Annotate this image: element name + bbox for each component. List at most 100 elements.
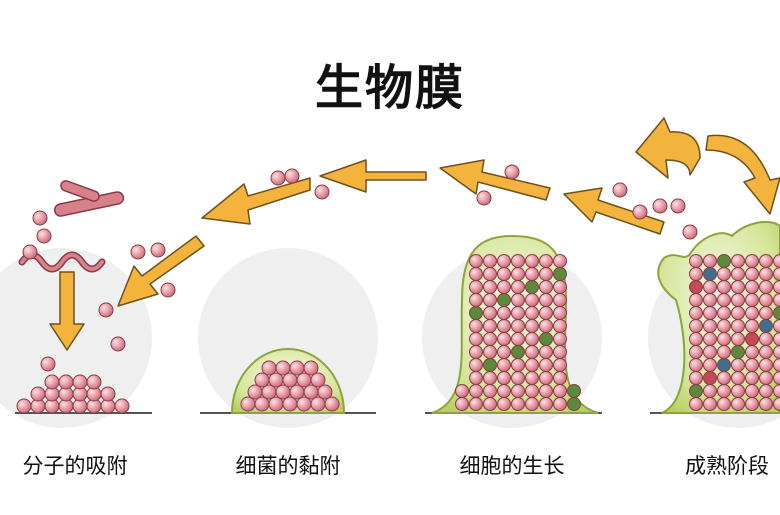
cell-sphere <box>483 371 497 385</box>
cell-sphere <box>525 332 539 346</box>
cell-sphere <box>745 384 759 398</box>
cell-sphere <box>703 319 717 333</box>
cell-sphere <box>317 384 333 400</box>
cell-sphere <box>745 345 759 359</box>
cell-sphere <box>745 371 759 385</box>
cell-sphere <box>703 384 717 398</box>
cell-sphere <box>86 374 102 390</box>
cell-sphere <box>525 306 539 320</box>
cell-sphere <box>745 306 759 320</box>
cell-sphere <box>717 384 731 398</box>
bacteria-group <box>18 180 125 273</box>
cell-sphere <box>303 360 319 376</box>
cell-sphere <box>689 358 703 372</box>
cell-sphere <box>703 332 717 346</box>
cell-sphere <box>553 280 567 294</box>
arrow-icon <box>705 134 780 215</box>
cell-sphere <box>497 371 511 385</box>
cell-sphere <box>773 371 780 385</box>
backdrop-circle <box>0 248 152 428</box>
cell-sphere <box>759 358 773 372</box>
cell-sphere <box>483 306 497 320</box>
cell-sphere <box>511 306 525 320</box>
cell-sphere <box>469 254 483 268</box>
diagram-title: 生物膜 <box>314 60 465 116</box>
cell-sphere <box>553 397 567 411</box>
cell-sphere <box>670 198 686 214</box>
arrow-icon <box>319 159 427 193</box>
cell-sphere <box>759 384 773 398</box>
cell-sphere <box>703 306 717 320</box>
cell-sphere <box>511 358 525 372</box>
cell-sphere <box>130 244 146 260</box>
bacteria-cells <box>16 164 780 414</box>
cell-sphere <box>759 306 773 320</box>
cell-sphere <box>525 345 539 359</box>
cell-sphere <box>553 371 567 385</box>
stage-label-3: 细胞的生长 <box>459 454 565 478</box>
stage-label-2: 细菌的黏附 <box>235 454 341 478</box>
cell-sphere <box>539 371 553 385</box>
cell-sphere <box>469 345 483 359</box>
cell-sphere <box>497 345 511 359</box>
cell-sphere <box>483 267 497 281</box>
cell-sphere <box>525 280 539 294</box>
cell-sphere <box>44 374 60 390</box>
cell-sphere <box>759 254 773 268</box>
cell-sphere <box>759 371 773 385</box>
cell-sphere <box>717 345 731 359</box>
cell-sphere <box>539 267 553 281</box>
cell-sphere <box>553 254 567 268</box>
cell-sphere <box>525 384 539 398</box>
cell-sphere <box>497 384 511 398</box>
cell-sphere <box>261 360 277 376</box>
cell-sphere <box>731 345 745 359</box>
cell-sphere <box>310 372 326 388</box>
cell-sphere <box>773 254 780 268</box>
arrow-icon <box>201 177 311 225</box>
cell-sphere <box>717 319 731 333</box>
cell-sphere <box>455 384 469 398</box>
cell-sphere <box>511 267 525 281</box>
cell-sphere <box>689 319 703 333</box>
cell-sphere <box>497 358 511 372</box>
cell-sphere <box>731 267 745 281</box>
cell-sphere <box>525 254 539 268</box>
cell-sphere <box>689 293 703 307</box>
arrow-icon <box>49 271 85 351</box>
cell-sphere <box>525 397 539 411</box>
cell-sphere <box>731 254 745 268</box>
cell-sphere <box>504 164 520 180</box>
cell-sphere <box>553 267 567 281</box>
cell-sphere <box>553 345 567 359</box>
cell-sphere <box>511 293 525 307</box>
cell-sphere <box>703 397 717 411</box>
cell-sphere <box>717 397 731 411</box>
cell-sphere <box>525 293 539 307</box>
cell-sphere <box>773 293 780 307</box>
cell-sphere <box>731 306 745 320</box>
cell-sphere <box>497 306 511 320</box>
cell-sphere <box>469 358 483 372</box>
cell-sphere <box>539 280 553 294</box>
cell-sphere <box>759 345 773 359</box>
cell-sphere <box>773 332 780 346</box>
cell-sphere <box>22 244 38 260</box>
cell-sphere <box>773 267 780 281</box>
cell-sphere <box>539 306 553 320</box>
cell-sphere <box>497 280 511 294</box>
cell-sphere <box>30 386 46 402</box>
arrow-icon <box>563 187 665 235</box>
cell-sphere <box>553 358 567 372</box>
cell-sphere <box>632 204 648 220</box>
cell-sphere <box>98 302 114 318</box>
cell-sphere <box>745 332 759 346</box>
arrow-icon <box>117 235 205 307</box>
cell-sphere <box>773 397 780 411</box>
cell-sphere <box>40 356 56 372</box>
cell-sphere <box>539 293 553 307</box>
cell-sphere <box>525 319 539 333</box>
cell-sphere <box>511 345 525 359</box>
cell-sphere <box>689 384 703 398</box>
